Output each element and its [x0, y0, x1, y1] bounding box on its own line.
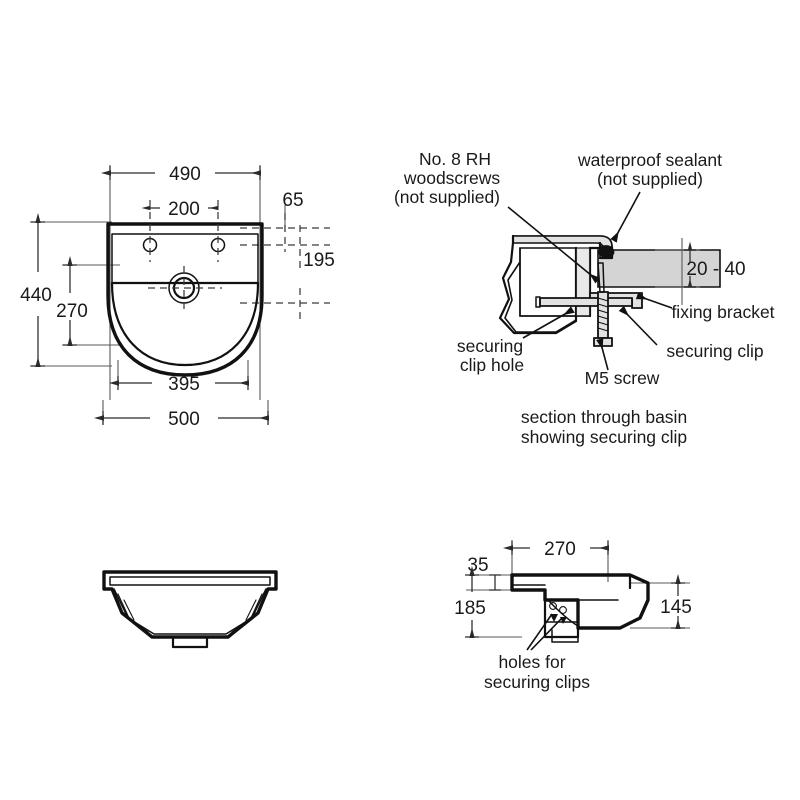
side-elevation-view: 270 35 185	[454, 539, 692, 692]
label-sealant: waterproof sealant (not supplied)	[577, 150, 722, 243]
fixing-point-crosshairs	[240, 213, 330, 320]
basin-side-profile	[510, 573, 650, 643]
dimension-185-label: 185	[454, 598, 486, 619]
label-fixing-bracket-text: fixing bracket	[671, 302, 774, 322]
label-securing-clip-text: securing clip	[666, 341, 763, 361]
label-securing-clip: securing clip	[618, 305, 764, 361]
dimension-395-label: 395	[168, 374, 200, 395]
m5-screw	[593, 291, 613, 347]
dimension-440-label: 440	[20, 285, 52, 306]
dimension-270-plan: 270	[56, 256, 88, 346]
dimension-200: 200	[141, 199, 219, 220]
waterproof-sealant-blob	[598, 245, 615, 258]
label-woodscrews-line3: (not supplied)	[394, 187, 500, 207]
label-m5-screw: M5 screw	[585, 338, 660, 388]
dimension-490-label: 490	[169, 164, 201, 185]
label-m5-screw-text: M5 screw	[585, 368, 660, 388]
label-holes-line1: holes for	[498, 652, 565, 672]
label-securing-clip-hole: securing clip hole	[457, 306, 575, 375]
dimension-145-label: 145	[660, 597, 692, 618]
label-woodscrews-line2: woodscrews	[403, 168, 501, 188]
dimension-270-plan-label: 270	[56, 301, 88, 322]
tap-holes	[142, 200, 226, 262]
waste-outlet	[148, 266, 222, 312]
dimension-500-label: 500	[168, 409, 200, 430]
section-caption-line1: section through basin	[521, 407, 687, 427]
dimension-200-label: 200	[168, 199, 200, 220]
section-caption: section through basin showing securing c…	[521, 407, 687, 447]
securing-clip	[535, 296, 633, 308]
label-woodscrews: No. 8 RH woodscrews (not supplied)	[394, 149, 601, 284]
dimension-20-40-label: 20 - 40	[686, 259, 745, 280]
dimension-20-40: 20 - 40	[655, 238, 746, 305]
dimension-145: 145	[660, 574, 692, 629]
dimension-35-label: 35	[467, 555, 488, 576]
section-caption-line2: showing securing clip	[521, 427, 687, 447]
basin-plan-outline	[106, 222, 264, 377]
label-holes-for-clips: holes for securing clips	[484, 613, 590, 692]
dimension-195-label: 195	[303, 250, 335, 271]
dimension-440: 440	[20, 213, 52, 367]
dimension-500: 500	[94, 409, 269, 430]
dimension-185: 185	[454, 566, 486, 638]
section-view: 20 - 40 No. 8 RH woodscrews (not supplie…	[394, 149, 775, 447]
dimension-65-label: 65	[282, 190, 303, 211]
front-elevation-view	[102, 570, 278, 649]
plan-extension-lines	[30, 165, 269, 425]
dimension-270-side-label: 270	[544, 539, 576, 560]
label-clip-hole-line2: clip hole	[460, 355, 524, 375]
dimension-490: 490	[101, 164, 261, 185]
dimension-195: 195	[303, 250, 335, 271]
label-sealant-line1: waterproof sealant	[577, 150, 722, 170]
label-woodscrews-line1: No. 8 RH	[419, 149, 491, 169]
label-fixing-bracket: fixing bracket	[635, 292, 775, 322]
dimension-270-side: 270	[503, 539, 609, 560]
plan-view: 490 200 65 195	[20, 164, 335, 430]
label-clip-hole-line1: securing	[457, 336, 523, 356]
dimension-395: 395	[109, 374, 249, 395]
label-sealant-line2: (not supplied)	[597, 169, 703, 189]
label-holes-line2: securing clips	[484, 672, 590, 692]
